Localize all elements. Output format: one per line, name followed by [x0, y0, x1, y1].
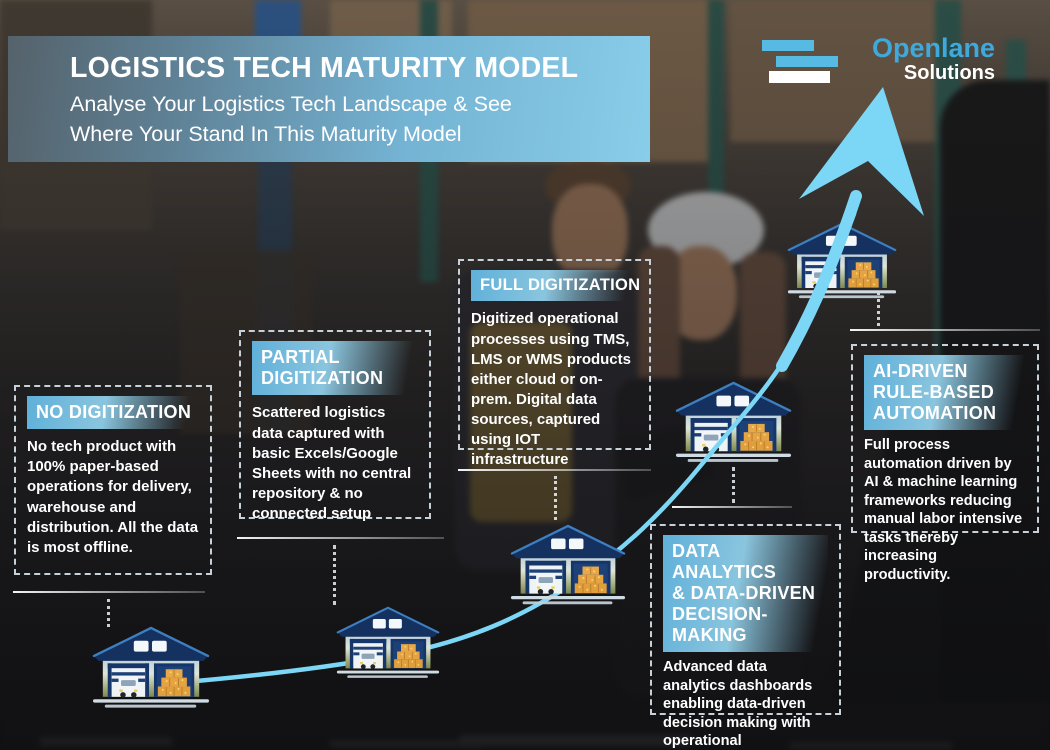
stage-description: Full process automation driven by AI & m…	[864, 437, 1023, 583]
stage5-dotted-connector	[877, 292, 880, 326]
stage4-dotted-connector	[732, 467, 735, 503]
stage-title: NO DIGITIZATION	[36, 402, 192, 422]
stage-box-heading: AI-DRIVEN RULE-BASED AUTOMATION	[864, 355, 1026, 430]
stage-box-ai-automation: AI-DRIVEN RULE-BASED AUTOMATION Full pro…	[851, 344, 1039, 583]
stage-box-no-digitization: NO DIGITIZATION No tech product with 100…	[14, 385, 212, 575]
stage-box-heading: FULL DIGITIZATION	[471, 270, 641, 302]
stage5-separator-line	[850, 329, 1040, 331]
stage-box-partial-digitization: PARTIAL DIGITIZATION Scattered logistics…	[239, 330, 431, 522]
stage1-separator-line	[13, 591, 205, 593]
stage-box-heading: NO DIGITIZATION	[27, 396, 199, 430]
stage-description: Advanced data analytics dashboards enabl…	[663, 659, 813, 750]
warehouse-icon	[336, 606, 440, 679]
stage-title: DATA ANALYTICS & DATA-DRIVEN DECISION-MA…	[672, 541, 816, 645]
stage-box-data-analytics: DATA ANALYTICS & DATA-DRIVEN DECISION-MA…	[650, 524, 841, 749]
stage4-separator-line	[672, 506, 792, 508]
stage-description: No tech product with 100% paper-based op…	[27, 438, 199, 556]
page-subtitle: Analyse Your Logistics Tech Landscape & …	[70, 92, 512, 146]
stage2-dotted-connector	[333, 545, 336, 605]
page-title: LOGISTICS TECH MATURITY MODEL	[70, 52, 579, 84]
stage-description: Scattered logistics data captured with b…	[252, 404, 412, 522]
warehouse-icon	[675, 381, 792, 463]
warehouse-icon	[92, 626, 210, 709]
stage-box-heading: DATA ANALYTICS & DATA-DRIVEN DECISION-MA…	[663, 535, 828, 652]
warehouse-icon	[787, 222, 897, 299]
title-card: LOGISTICS TECH MATURITY MODEL Analyse Yo…	[8, 36, 650, 162]
stage-box-heading: PARTIAL DIGITIZATION	[252, 341, 418, 396]
stage-description: Digitized operational processes using TM…	[471, 310, 631, 469]
stage2-separator-line	[237, 537, 444, 539]
stage3-dotted-connector	[554, 476, 557, 520]
stage1-dotted-connector	[107, 599, 110, 627]
stage-title: AI-DRIVEN RULE-BASED AUTOMATION	[873, 361, 997, 423]
stage-title: FULL DIGITIZATION	[480, 276, 641, 294]
warehouse-icon	[510, 524, 626, 605]
stage-title: PARTIAL DIGITIZATION	[261, 347, 384, 389]
stage-box-full-digitization: FULL DIGITIZATION Digitized operational …	[458, 259, 651, 468]
